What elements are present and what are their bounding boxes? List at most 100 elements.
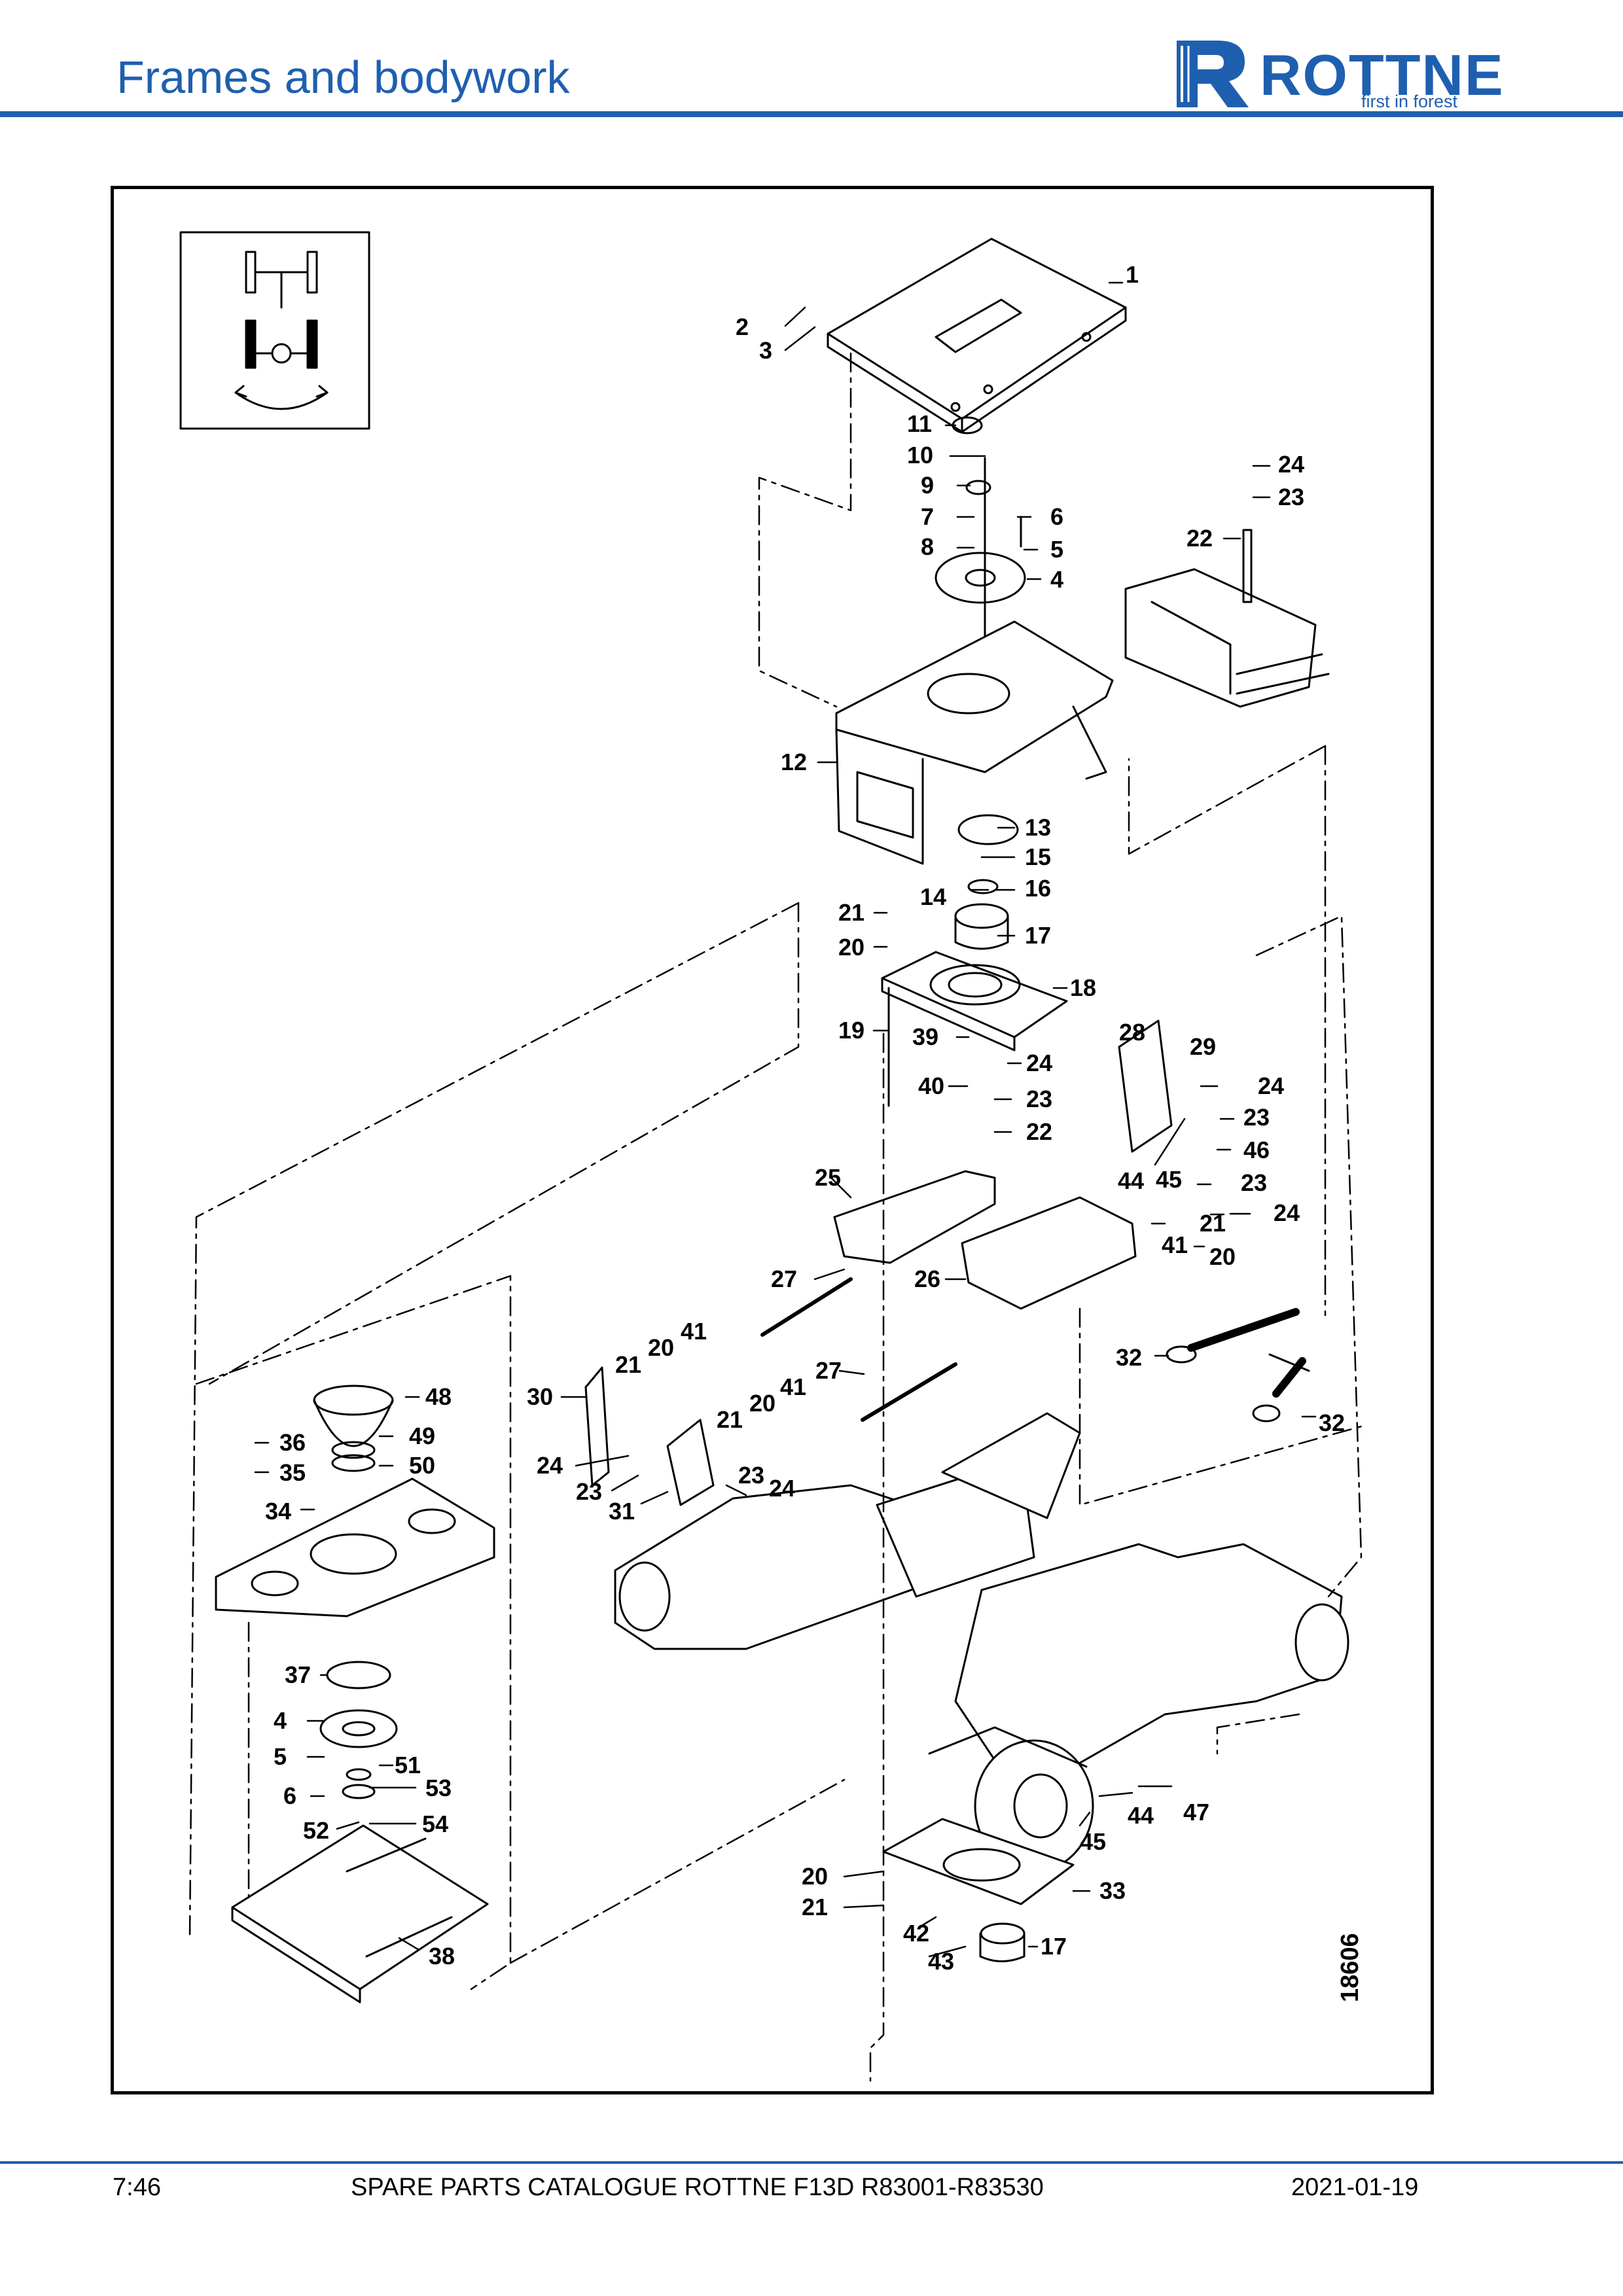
callout-number-layer: 1 2 3 11 10 9 7 8 6 5 4 24 23 22 12 13 1…: [265, 261, 1345, 1975]
callout-number: 21: [1200, 1210, 1226, 1237]
callout-number: 8: [921, 533, 934, 560]
callout-number: 17: [1025, 922, 1051, 949]
callout-number: 23: [1278, 484, 1304, 510]
callout-number: 28: [1119, 1019, 1145, 1046]
callout-number: 53: [425, 1775, 452, 1801]
bogie-axle-assembly: [614, 1412, 1349, 1873]
callout-number: 46: [1243, 1137, 1270, 1163]
callout-number: 32: [1319, 1409, 1345, 1436]
callout-number: 41: [780, 1373, 806, 1400]
part-frame-bracket: [1124, 529, 1330, 708]
machine-orientation-inset: [179, 231, 370, 430]
callout-number: 37: [285, 1661, 311, 1688]
callout-number: 13: [1025, 814, 1051, 841]
callout-number: 26: [914, 1265, 940, 1292]
header-rule: [0, 111, 1623, 117]
callout-number: 10: [907, 442, 933, 468]
page-number: 7:46: [113, 2174, 161, 2201]
callout-number: 27: [815, 1357, 842, 1384]
callout-number: 41: [681, 1318, 707, 1345]
exploded-parts-diagram-frame: [111, 186, 1434, 2094]
callout-number: 18: [1070, 974, 1096, 1001]
callout-number: 20: [648, 1334, 674, 1361]
callout-number: 17: [1041, 1933, 1067, 1960]
callout-number: 52: [303, 1817, 329, 1844]
callout-number: 29: [1190, 1033, 1216, 1060]
callout-number: 20: [749, 1390, 776, 1417]
part-12-frame: [835, 620, 1114, 865]
callout-number: 48: [425, 1383, 452, 1410]
callout-number: 47: [1183, 1799, 1209, 1826]
rottne-r-emblem-icon: [1177, 41, 1249, 107]
catalogue-date: 2021-01-19: [1291, 2174, 1419, 2201]
callout-number: 21: [717, 1406, 743, 1433]
assembly-guide-lines: [188, 352, 1363, 2082]
callout-number: 38: [429, 1943, 455, 1969]
callout-number: 15: [1025, 843, 1051, 870]
callout-number: 20: [1209, 1243, 1236, 1270]
callout-number: 27: [771, 1265, 797, 1292]
callout-number: 22: [1186, 525, 1213, 552]
callout-number: 32: [1116, 1344, 1142, 1371]
part-34-mounting-plate: [215, 1477, 495, 1617]
callout-number: 4: [274, 1707, 287, 1734]
callout-number: 36: [279, 1429, 306, 1456]
callout-number: 54: [422, 1810, 448, 1837]
callout-leader-lines: [254, 281, 1317, 1958]
callout-number: 11: [907, 410, 932, 437]
callout-number: 51: [395, 1752, 421, 1778]
catalogue-title: SPARE PARTS CATALOGUE ROTTNE F13D R83001…: [351, 2174, 1044, 2201]
callout-number: 20: [802, 1863, 828, 1890]
callout-number: 23: [1241, 1169, 1267, 1196]
part-1-cover-plate: [827, 238, 1127, 433]
callout-number: 5: [274, 1743, 287, 1770]
callout-number: 50: [409, 1452, 435, 1479]
callout-number: 23: [1026, 1086, 1052, 1112]
callout-number: 16: [1025, 875, 1051, 902]
callout-number: 20: [838, 934, 865, 961]
callout-number: 45: [1080, 1828, 1106, 1855]
callout-number: 19: [838, 1017, 865, 1044]
callout-number: 21: [802, 1894, 828, 1920]
callout-number: 31: [609, 1498, 635, 1525]
callout-number: 1: [1126, 261, 1139, 288]
callout-number: 4: [1050, 566, 1063, 593]
brand-name: ROTTNE: [1260, 43, 1505, 107]
callout-number: 34: [265, 1498, 291, 1525]
page-title: Frames and bodywork: [116, 52, 570, 103]
callout-number: 25: [815, 1164, 841, 1191]
callout-number: 42: [903, 1920, 929, 1947]
callout-number: 22: [1026, 1118, 1052, 1145]
part-38-bottom-plate: [231, 1824, 489, 2004]
callout-number: 14: [920, 883, 946, 910]
callout-number: 49: [409, 1422, 435, 1449]
callout-number: 39: [912, 1023, 938, 1050]
callout-number: 12: [781, 749, 807, 775]
part-18-bearing-plate: [881, 951, 1068, 1051]
callout-number: 35: [279, 1459, 306, 1486]
callout-number: 44: [1128, 1802, 1154, 1829]
callout-number: 33: [1099, 1877, 1126, 1904]
callout-number: 44: [1118, 1167, 1144, 1194]
callout-number: 24: [769, 1475, 795, 1502]
callout-number: 41: [1162, 1231, 1188, 1258]
footer-rule: [0, 2161, 1623, 2164]
callout-number: 6: [283, 1782, 296, 1809]
callout-number: 7: [921, 503, 934, 530]
callout-number: 6: [1050, 503, 1063, 530]
callout-number: 24: [1274, 1199, 1300, 1226]
part-33-lower-plate: [882, 1818, 1075, 1905]
callout-number: 24: [1026, 1050, 1052, 1076]
callout-number: 45: [1156, 1166, 1182, 1193]
callout-number: 23: [576, 1478, 602, 1505]
callout-number: 3: [759, 337, 772, 364]
callout-number: 2: [736, 313, 749, 340]
callout-number: 23: [1243, 1104, 1270, 1131]
callout-number: 23: [738, 1462, 764, 1489]
callout-number: 5: [1050, 536, 1063, 563]
callout-number: 9: [921, 472, 934, 499]
drawing-number: 18606: [1336, 1933, 1364, 2002]
brand-logo: ROTTNE first in forest: [1171, 34, 1512, 111]
brand-tagline: first in forest: [1361, 92, 1458, 111]
